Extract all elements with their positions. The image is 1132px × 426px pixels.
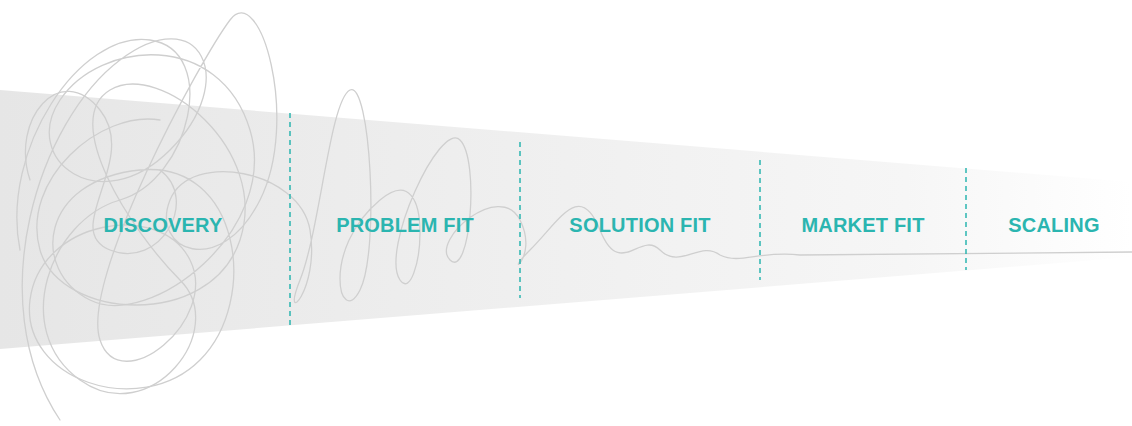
stage-label: SCALING [1008,214,1099,237]
stage-label: PROBLEM FIT [336,214,474,237]
scribble-line [17,13,1132,420]
stage-label: DISCOVERY [104,214,223,237]
stage-band: MARKET FIT [761,195,965,255]
stage-band: DISCOVERY [38,195,288,255]
stage-band: PROBLEM FIT [291,195,519,255]
stage-label: SOLUTION FIT [569,214,710,237]
funnel-shape [0,90,1132,349]
stage-divider [290,113,966,325]
stage-band: SOLUTION FIT [521,195,759,255]
stage-band: SCALING [976,195,1132,255]
stage-label: MARKET FIT [801,214,924,237]
